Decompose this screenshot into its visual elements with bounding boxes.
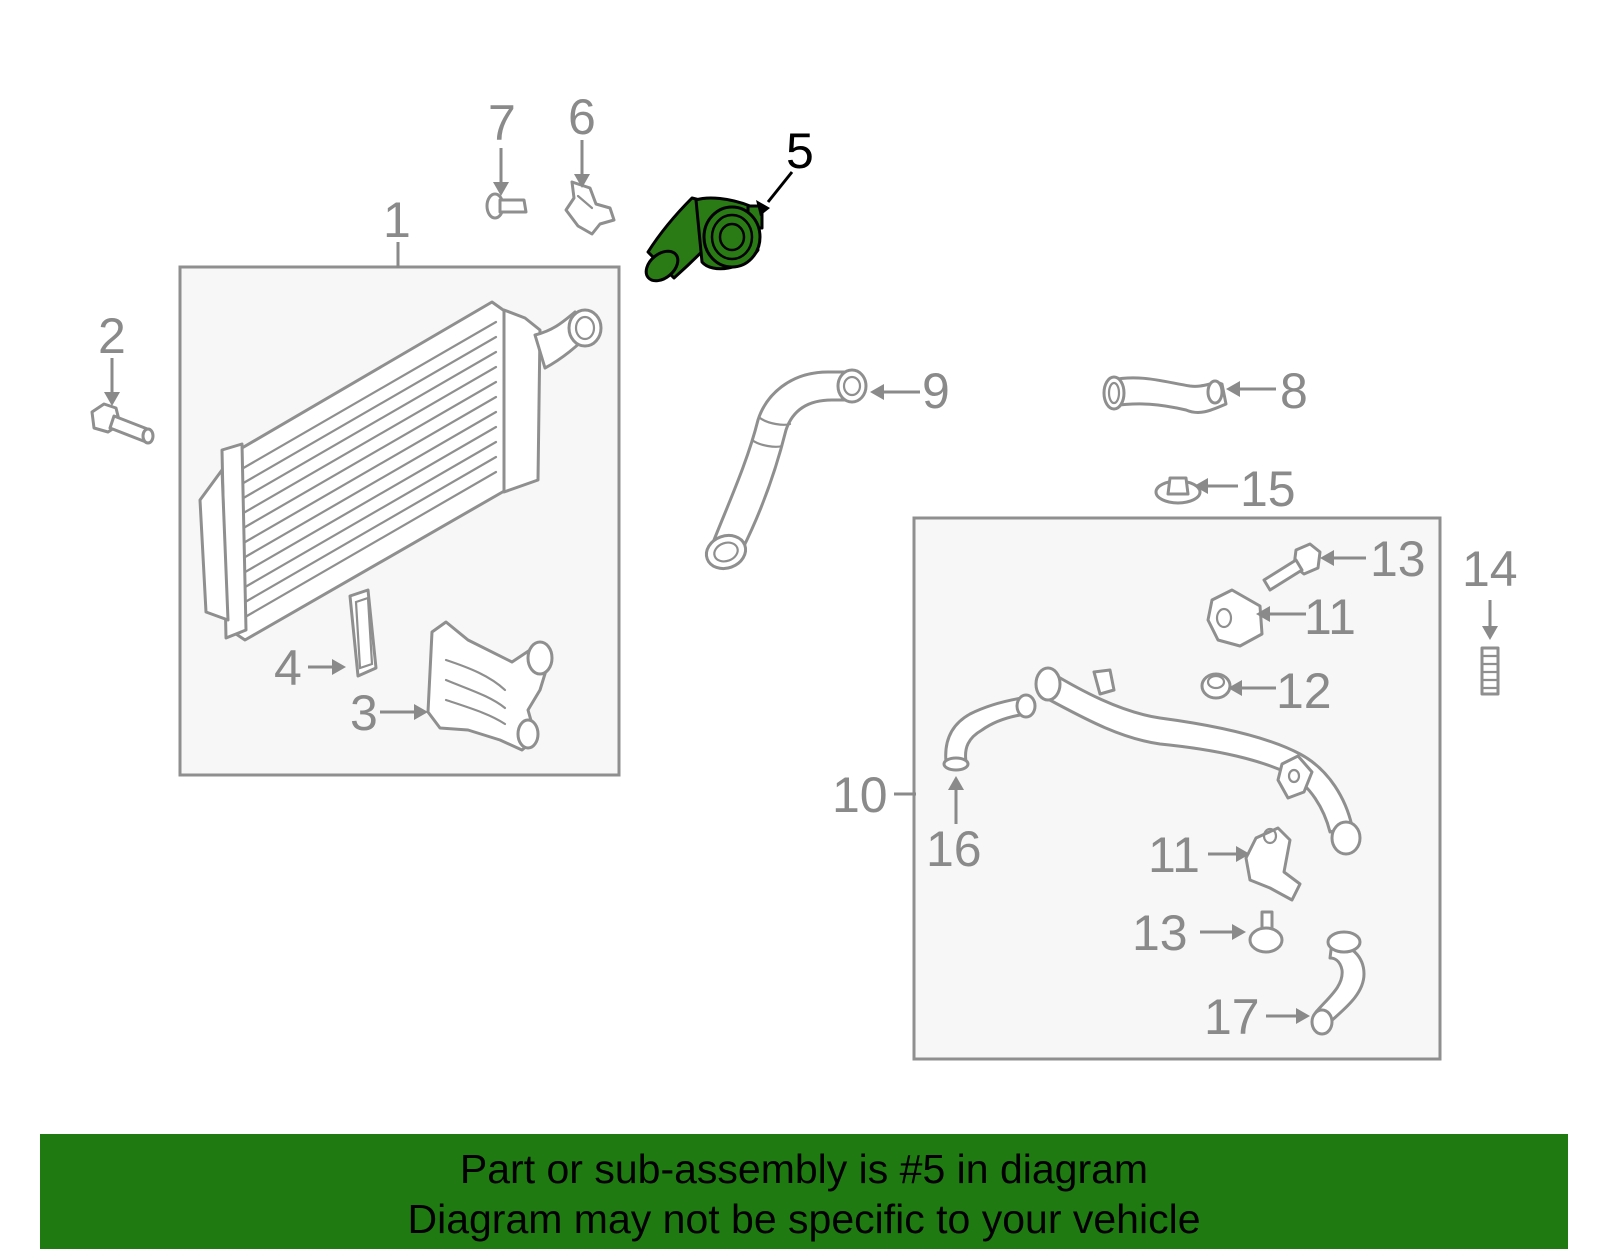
hose-5-highlighted <box>644 196 764 283</box>
callout-13-upper: 13 <box>1370 531 1426 587</box>
callout-9: 9 <box>922 363 950 419</box>
housing-11-lower <box>1244 826 1302 902</box>
callout-12: 12 <box>1276 663 1332 719</box>
callout-1: 1 <box>383 192 411 248</box>
banner-line-disclaimer: Diagram may not be specific to your vehi… <box>407 1196 1201 1242</box>
callout-3: 3 <box>350 685 378 741</box>
housing-11-upper <box>1206 588 1264 648</box>
callout-4: 4 <box>274 640 302 696</box>
callout-7: 7 <box>488 95 516 151</box>
hose-8 <box>1102 375 1228 414</box>
intercooler-core <box>198 300 603 642</box>
callout-11-lower: 11 <box>1148 827 1200 883</box>
callout-2: 2 <box>98 308 126 364</box>
bolt-2 <box>90 402 155 445</box>
oring-12 <box>1200 672 1232 700</box>
callout-5: 5 <box>786 123 814 179</box>
stud-14 <box>1480 646 1500 696</box>
banner-line-part: Part or sub-assembly is #5 in diagram <box>459 1146 1149 1192</box>
callout-10: 10 <box>832 767 888 823</box>
callout-11-upper: 11 <box>1304 589 1356 645</box>
callout-15: 15 <box>1240 461 1296 517</box>
hose-9 <box>704 368 868 571</box>
duct-3 <box>426 620 554 752</box>
callout-6: 6 <box>568 89 596 145</box>
seal-4 <box>348 588 378 678</box>
callout-14: 14 <box>1462 541 1518 597</box>
hose-17 <box>1310 930 1366 1036</box>
bolt-13-upper <box>1262 542 1322 592</box>
info-banner: Part or sub-assembly is #5 in diagram Di… <box>40 1134 1568 1249</box>
pipe-10 <box>1034 666 1362 856</box>
clip-6 <box>564 180 616 236</box>
callout-16: 16 <box>926 821 982 877</box>
leader-lines <box>104 140 1498 1024</box>
callout-17: 17 <box>1204 989 1260 1045</box>
bolt-13-lower <box>1248 910 1284 954</box>
nut-15 <box>1154 476 1202 505</box>
hose-16 <box>942 693 1037 772</box>
callout-13-lower: 13 <box>1132 905 1188 961</box>
callout-8: 8 <box>1280 363 1308 419</box>
screw-7 <box>485 192 528 220</box>
